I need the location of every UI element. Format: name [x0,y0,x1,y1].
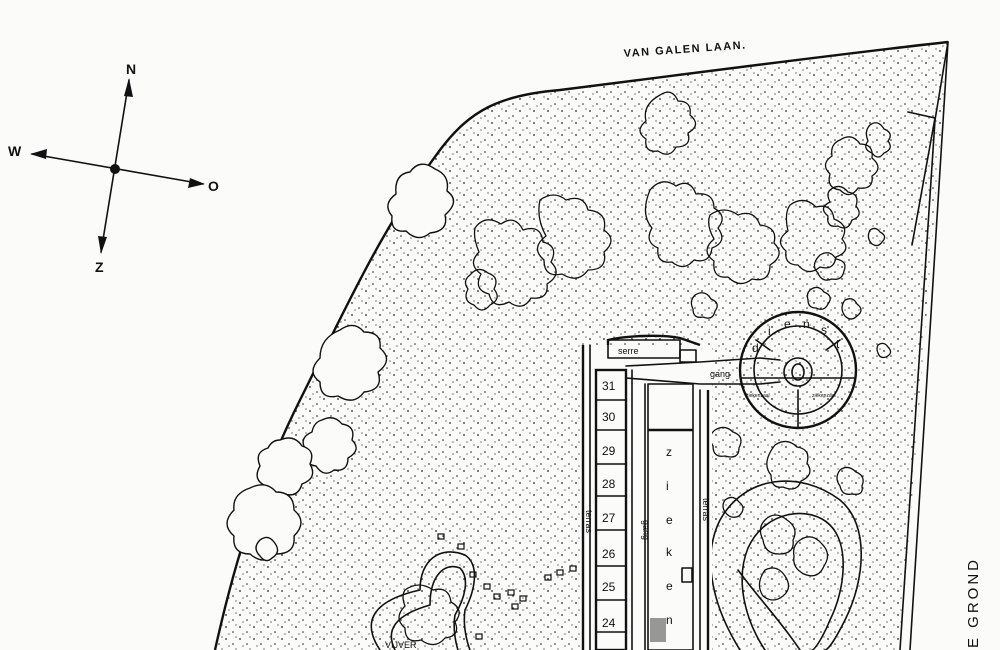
room-number: 24 [602,616,616,630]
dienst-letter: e [784,317,791,331]
gang-label-top: gang [710,369,730,379]
main-building [581,334,781,650]
room-number: 27 [602,511,616,525]
room-numbers: 31 30 29 28 27 26 25 24 [602,379,616,630]
compass-east-label: O [208,178,219,194]
ward-letter: e [666,513,673,527]
dienst-letter: d [752,341,759,355]
round-label-left: ziekenzaal [746,393,770,399]
compass-north-label: N [126,61,136,77]
west-arrow-icon [30,149,47,159]
room-number: 31 [602,379,616,393]
south-arrow-icon [98,236,107,254]
room-number: 30 [602,410,616,424]
room-number: 28 [602,477,616,491]
ward-letter: i [666,479,669,493]
terras-label-left: terras [584,510,594,534]
stepping-stones [437,533,577,640]
room-number: 29 [602,444,616,458]
east-shed [907,111,936,246]
north-arrow-icon [124,78,133,97]
room-number: 26 [602,547,616,561]
compass-west-label: W [8,143,22,159]
gang-label-vertical: gang [641,520,651,540]
dienst-letter: n [803,317,810,331]
pond: VIJVER [370,551,476,650]
serre-label: serre [618,346,639,356]
compass: N W O Z [8,61,219,275]
dienst-letter: s [821,323,827,337]
dienst-letter: i [768,324,771,338]
terras-label-right: terras [701,498,711,522]
compass-center-icon [110,164,120,174]
vijver-label: VIJVER [385,640,417,650]
street-label: VAN GALEN LAAN. [623,39,747,60]
compass-south-label: Z [95,259,104,275]
ward-letter: k [666,545,673,559]
room-number: 25 [602,580,616,594]
round-label-right: ziekenzaal [812,393,836,399]
side-title: E GROND [965,557,982,648]
ziekenzaal-letters: z i e k e n [666,445,673,627]
round-building: d i e n s t ziekenzaal ziekenzaal [738,310,858,430]
garden-area [215,42,948,650]
ward-letter: z [666,445,672,459]
dienst-letter: t [836,337,840,351]
ward-letter: n [666,613,673,627]
ward-letter: e [666,579,673,593]
trees [226,91,892,562]
east-arrow-icon [188,178,205,188]
